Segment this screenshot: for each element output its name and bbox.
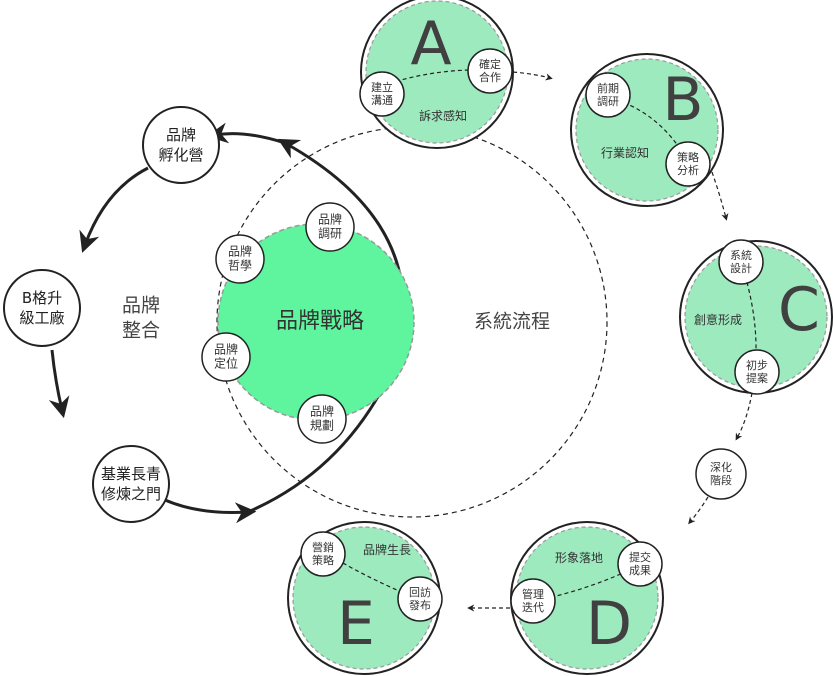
stage-b-sub-2-label: 策略 分析	[677, 150, 699, 177]
stage-a-sub-1	[359, 71, 405, 117]
arrow-c-mid	[735, 392, 753, 441]
stage-a-link	[375, 69, 491, 89]
core-sat-positioning-label: 品牌 定位	[213, 342, 239, 371]
core-title: 品牌戰略	[275, 308, 365, 334]
core-sat-philosophy-label: 品牌 哲學	[227, 244, 253, 273]
stage-c-inner	[684, 245, 828, 389]
left-node-incubator	[142, 106, 220, 184]
stage-c-sub-2-label: 初步 提案	[746, 358, 768, 385]
stage-b-sub-1	[585, 72, 631, 118]
stage-b-sub-2	[665, 141, 711, 187]
stage-d-sub-2-label: 管理 迭代	[522, 587, 544, 614]
stage-e-sub-2	[397, 576, 443, 622]
stage-a-sub-2-label: 確定 合作	[479, 57, 501, 84]
stage-a-sub-2	[467, 48, 513, 94]
stage-e-letter: E	[337, 589, 375, 659]
stage-e-title: 品牌生長	[362, 542, 412, 557]
stage-b-sub-1-label: 前期 調研	[597, 81, 619, 108]
core-sat-philosophy	[215, 234, 265, 284]
stage-c-sub-2	[734, 349, 780, 395]
stage-b-title: 行業認知	[600, 145, 650, 160]
stage-d-sub-1	[617, 541, 663, 587]
left-ring-arc-bottom	[164, 498, 257, 524]
stage-a-title: 訴求感知	[418, 108, 468, 123]
left-ring-center-label: 品牌 整合	[121, 294, 161, 341]
left-node-evergreen	[92, 445, 170, 523]
interstage-label: 深化 階段	[710, 460, 732, 487]
stage-d-link	[529, 564, 641, 603]
stage-a-letter: A	[410, 9, 452, 79]
arrow-a-b	[512, 71, 553, 81]
core-sat-positioning	[201, 332, 251, 382]
stage-a-sub-1-label: 建立 溝通	[371, 80, 393, 107]
left-node-factory-label: B格升 級工廠	[19, 288, 65, 327]
core-sat-planning-label: 品牌 規劃	[309, 404, 335, 433]
core-sat-research	[305, 202, 355, 252]
left-node-evergreen-label: 基業長青 修煉之門	[100, 464, 162, 503]
core-sat-planning	[297, 394, 347, 444]
arrow-mid-d	[688, 496, 709, 525]
stage-d-sub-1-label: 提交 成果	[629, 550, 651, 577]
stage-c-sub-1-label: 系統 設計	[730, 248, 752, 275]
stage-c-title: 創意形成	[693, 312, 743, 327]
stage-d-letter: D	[585, 589, 633, 659]
left-node-factory	[3, 269, 81, 347]
system-flow-label: 系統流程	[473, 310, 551, 333]
interstage-circle	[695, 448, 747, 500]
left-node-incubator-label: 品牌 孵化營	[158, 125, 204, 164]
core-sat-research-label: 品牌 調研	[317, 212, 343, 241]
stage-d-title: 形象落地	[554, 550, 604, 565]
stage-d-sub-2	[510, 578, 556, 624]
stage-e-sub-1	[300, 531, 346, 577]
stage-c-sub-1	[718, 239, 764, 285]
arrow-b-c	[711, 171, 729, 221]
stage-e-sub-1-label: 營銷 策略	[312, 540, 334, 567]
stage-c-letter: C	[778, 275, 820, 345]
stage-b-letter: B	[662, 65, 704, 135]
left-ring-arc-upper-left	[79, 166, 149, 253]
stage-e-sub-2-label: 回訪 發布	[409, 585, 431, 612]
left-ring-arc-lower-left	[48, 349, 70, 419]
